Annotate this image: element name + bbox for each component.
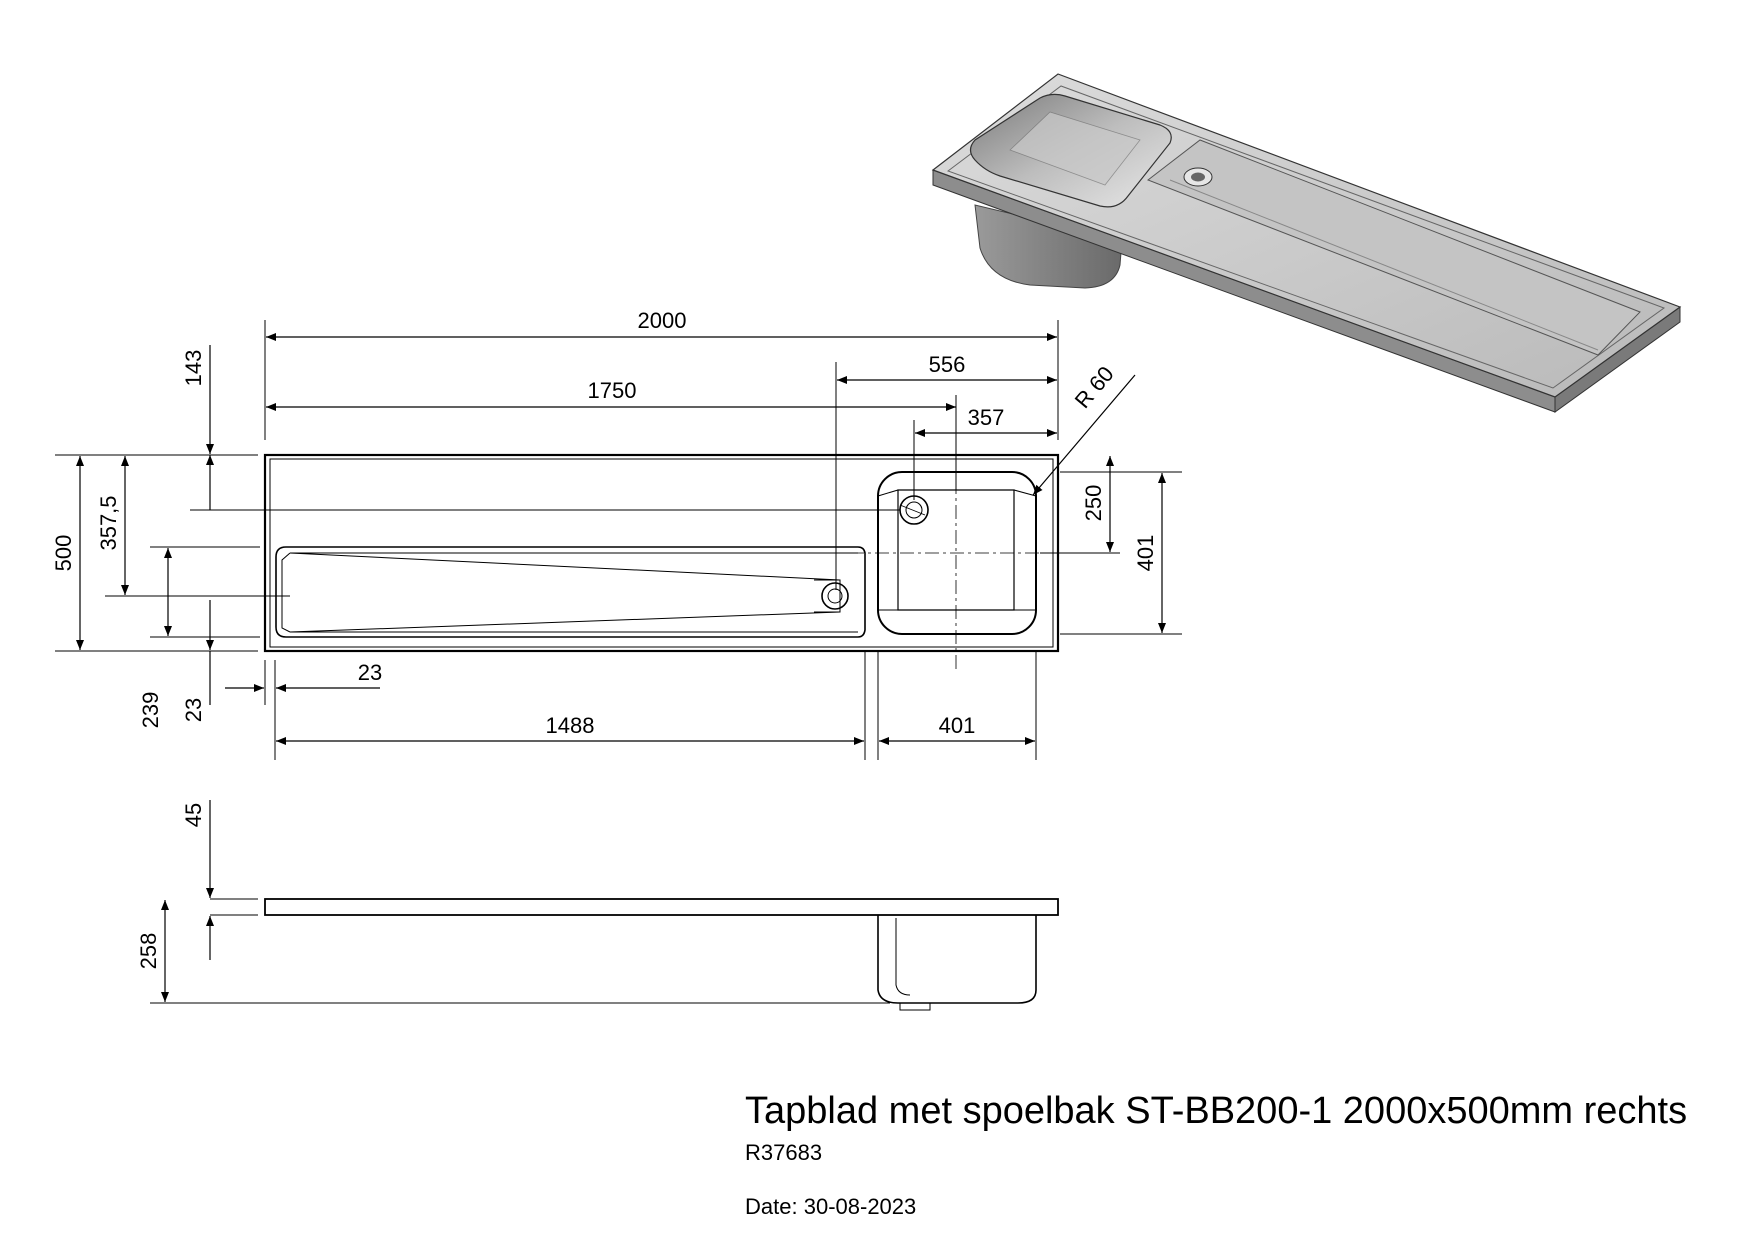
dim-sink-region: 556 (929, 352, 966, 377)
dim-sink-center: 357 (968, 405, 1005, 430)
side-view (264, 898, 1059, 1011)
dim-length-to-drain: 1750 (588, 378, 637, 403)
drawing-date: Date: 30-08-2023 (745, 1194, 916, 1220)
date-value: 30-08-2023 (803, 1194, 917, 1219)
dim-thickness: 45 (181, 803, 206, 827)
isometric-render (931, 73, 1682, 413)
dim-drain-offset-depth: 357,5 (96, 495, 121, 550)
dim-drainboard-length: 1488 (546, 713, 595, 738)
dim-overall-length: 2000 (638, 308, 687, 333)
dim-sink-width: 401 (939, 713, 976, 738)
date-label: Date: (745, 1194, 798, 1219)
dim-groove-offset: 239 (138, 692, 163, 729)
dimension-lines (76, 333, 1166, 1002)
top-view (263, 453, 1075, 670)
dim-overall-depth: 500 (51, 535, 76, 572)
dim-sink-depth: 401 (1133, 535, 1158, 572)
drawing-title: Tapblad met spoelbak ST-BB200-1 2000x500… (745, 1090, 1688, 1132)
dim-sink-center-depth: 250 (1081, 485, 1106, 522)
extension-lines (55, 320, 1182, 1004)
dim-edge-offset: 23 (358, 660, 382, 685)
dim-corner-radius: R 60 (1070, 361, 1119, 413)
dim-total-height: 258 (136, 933, 161, 970)
dim-top-offset: 143 (181, 350, 206, 387)
dim-bottom-edge: 23 (181, 698, 206, 722)
drawing-reference: R37683 (745, 1140, 823, 1165)
